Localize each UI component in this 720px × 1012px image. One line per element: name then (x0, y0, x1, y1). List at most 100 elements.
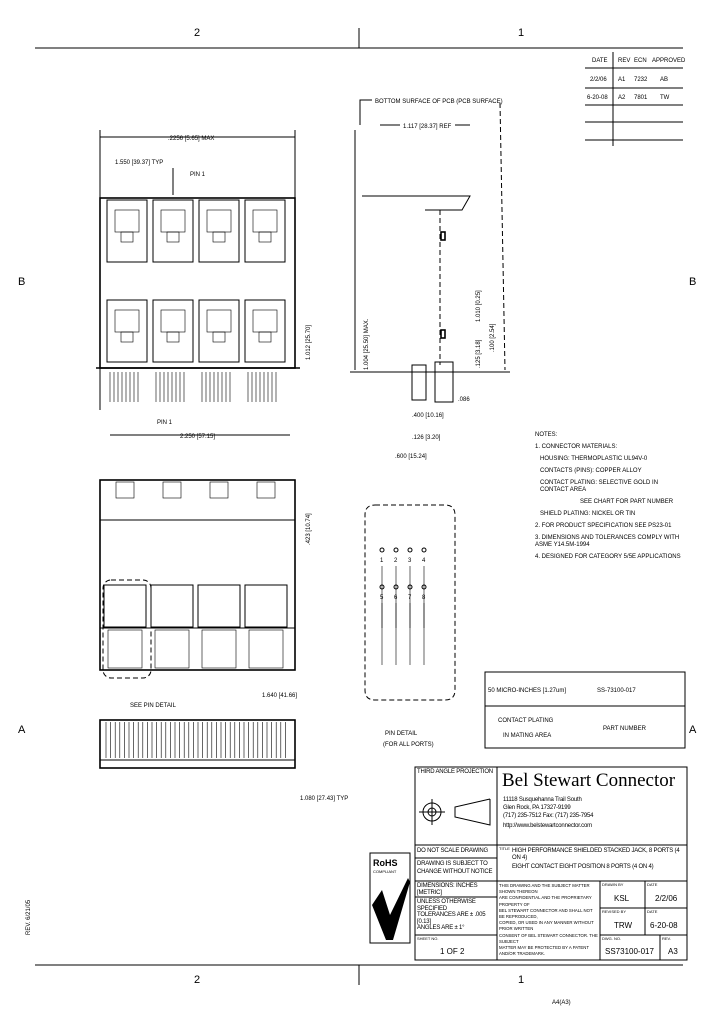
bottom-port-lower (154, 629, 190, 669)
revised-by: TRW (614, 921, 633, 930)
dim-side-mid: .125 [3.18] (476, 339, 482, 368)
rj45-opening (252, 209, 278, 233)
plating-header-2: IN MATING AREA (503, 733, 551, 739)
side-stamp: REV. 6/21/05 (26, 899, 32, 935)
plating-header: CONTACT PLATING (498, 718, 554, 724)
drawing-frame: 2 1 B B A A 2 1 A4(A3) REV. 6/21/05 (18, 27, 697, 1006)
rj45-latch (258, 231, 272, 243)
bottom-port-lower (201, 629, 237, 669)
pin-number: 5 (380, 595, 384, 601)
rev-cell: 7232 (634, 77, 648, 83)
zone-left-b: B (18, 276, 25, 288)
dwg-label: DWG. NO. (602, 936, 622, 941)
zone-right-a: A (689, 724, 697, 736)
note: CONTACT PLATING: SELECTIVE GOLD IN CONTA… (540, 480, 659, 493)
rj45-latch (258, 331, 272, 343)
pin-hole (393, 584, 399, 590)
dim-side-small: .100 [2.54] (490, 323, 496, 352)
dim-side-right: 1.010 [0.25] (476, 290, 482, 322)
rev-header-rev: REV (618, 58, 630, 64)
dim-pitch: 1.550 [39.37] TYP (115, 160, 163, 166)
zone-top-2: 2 (194, 27, 200, 39)
sheet-size: A4(A3) (552, 1000, 571, 1006)
rj45-opening (114, 309, 140, 333)
confidential-text: MATTER MAY BE PROTECTED BY A PATENT AND/… (499, 945, 589, 957)
pin-number: 1 (380, 558, 384, 564)
dim-width: .2256 [5.65] MAX (168, 136, 214, 142)
tolerance: UNLESS OTHERWISE SPECIFIED (417, 899, 476, 912)
pin-detail-sublabel: (FOR ALL PORTS) (383, 742, 434, 748)
plating-value: 50 MICRO-INCHES [1.27um] (488, 688, 566, 694)
confidential-block: THIS DRAWING AND THE SUBJECT MATTER SHOW… (499, 883, 598, 957)
date: 2/2/06 (655, 894, 678, 903)
rev-cell: 2/2/06 (590, 77, 607, 83)
confidential-text: THIS DRAWING AND THE SUBJECT MATTER SHOW… (499, 883, 590, 895)
subject-to-change-2: CHANGE WITHOUT NOTICE (417, 869, 493, 875)
pin-number: 7 (408, 595, 412, 601)
drawing-title-block: HIGH PERFORMANCE SHIELDED STACKED JACK, … (512, 848, 684, 871)
rj45-port (198, 199, 240, 263)
confidential-text: BEL STEWART CONNECTOR AND SHALL NOT BE R… (499, 907, 593, 920)
rj45-latch (166, 231, 180, 243)
pin1-label: PIN 1 (190, 172, 206, 178)
confidential-text: ARE CONFIDENTIAL AND THE PROPRIETARY PRO… (499, 895, 592, 907)
top-tab (256, 481, 276, 499)
rj45-latch (212, 231, 226, 243)
pin-hole (421, 584, 427, 590)
drawn-by: KSL (614, 894, 630, 903)
pin-hole (379, 584, 385, 590)
part-number-chart: 50 MICRO-INCHES [1.27um] SS-73100-017 CO… (484, 671, 686, 749)
top-tab (209, 481, 229, 499)
part-number-value: SS-73100-017 (597, 688, 636, 694)
rj45-port (244, 299, 286, 363)
confidential-text: COPIED, OR USED IN ANY MANNER WITHOUT PR… (499, 920, 594, 932)
dim-side-b: .126 [3.20] (412, 435, 441, 441)
revision-table: DATE REV ECN APPROVED 2/2/06 A1 7232 AB … (585, 52, 686, 146)
rj45-opening (160, 209, 186, 233)
bottom-port-lower (107, 629, 143, 669)
pin-hole (393, 547, 399, 553)
tolerance-block: UNLESS OTHERWISE SPECIFIED TOLERANCES AR… (417, 899, 495, 932)
rj45-opening (206, 209, 232, 233)
rj45-latch (166, 331, 180, 343)
top-tab (162, 481, 182, 499)
checkmark-icon (372, 878, 410, 940)
sheet-number: 1 OF 2 (440, 947, 465, 956)
date2: 6-20-08 (650, 921, 678, 930)
pin-hole (407, 584, 413, 590)
pin-hole (407, 547, 413, 553)
pin-detail-label: PIN DETAIL (385, 731, 418, 737)
pin-number: 2 (394, 558, 398, 564)
rj45-port (198, 299, 240, 363)
rev-cell: A1 (618, 77, 626, 83)
dim-depth: 1.117 [28.37] REF (403, 124, 452, 130)
pin-detail-callout: SEE PIN DETAIL (130, 703, 177, 709)
dim-side-c: .600 [15.24] (395, 454, 427, 460)
rev-cell: AB (660, 77, 668, 83)
part-number-header: PART NUMBER (603, 726, 647, 732)
drawn-label: DRAWN BY (602, 882, 624, 887)
address-line: 11118 Susquehanna Trail South (503, 797, 582, 803)
notes-title: NOTES: (535, 432, 558, 438)
pin-hole (379, 547, 385, 553)
pin-number: 8 (422, 595, 426, 601)
rear-view: 1.080 [27.43] TYP (99, 719, 348, 802)
phone: (717) 235-7512 Fax: (717) 235-7954 (503, 813, 594, 819)
rj45-port (106, 199, 148, 263)
pin-number: 4 (422, 558, 426, 564)
note: HOUSING: THERMOPLASTIC UL94V-0 (540, 456, 648, 462)
rev-header-approved: APPROVED (652, 58, 686, 64)
dim-side-d: .086 (458, 397, 470, 403)
pcb-surface-label: BOTTOM SURFACE OF PCB (PCB SURFACE) (375, 99, 503, 105)
title-block-grid (414, 766, 688, 961)
note: 4. DESIGNED FOR CATEGORY 5/5E APPLICATIO… (535, 554, 681, 560)
rj45-opening (160, 309, 186, 333)
website: http://www.belstewartconnector.com (503, 823, 592, 829)
pin1-bottom-label: PIN 1 (157, 420, 173, 426)
zone-left-a: A (18, 724, 26, 736)
sheet-label: SHEET NO. (417, 936, 439, 941)
note: SHIELD PLATING: NICKEL OR TIN (540, 511, 636, 517)
bottom-port (197, 584, 241, 628)
rev-value: A3 (668, 947, 678, 956)
